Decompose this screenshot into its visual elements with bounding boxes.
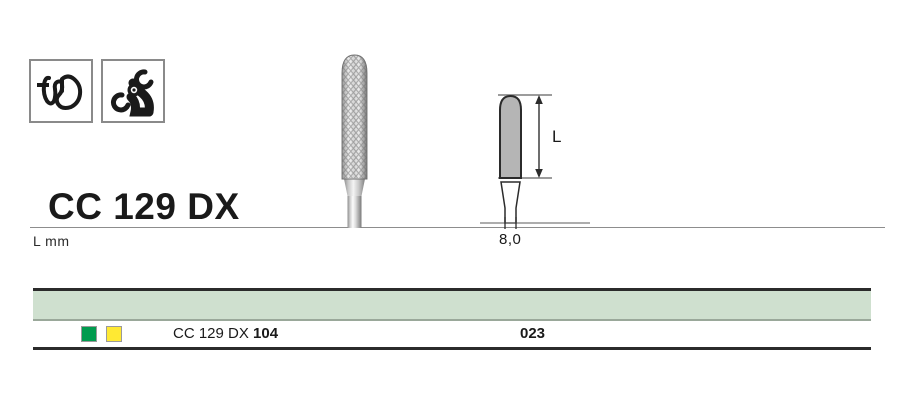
bur-photograph [330, 46, 390, 233]
table-row: CC 129 DX 104 023 [33, 321, 871, 347]
handpiece-turbine-icon [107, 65, 159, 117]
product-table: CC 129 DX 104 023 [33, 288, 871, 350]
table-top-border [33, 288, 871, 291]
indication-icon-row [29, 59, 165, 123]
table-header-band [33, 291, 871, 321]
table-bottom-border [33, 347, 871, 350]
product-reference-text: CC 129 DX [173, 325, 254, 342]
dimension-schematic [480, 84, 590, 234]
size-code-cell: 023 [520, 325, 546, 342]
yellow-swatch [106, 326, 122, 342]
tooth-preparation-icon-box [29, 59, 93, 123]
tooth-preparation-icon [35, 65, 87, 117]
length-dimension-label: L [552, 127, 562, 146]
shank-code-text: 104 [253, 325, 279, 342]
title-divider [30, 227, 885, 228]
length-unit-label: L mm [33, 233, 70, 249]
page-title: CC 129 DX [48, 186, 240, 227]
turbine-handpiece-icon-box [101, 59, 165, 123]
diameter-dimension-label: 8,0 [499, 231, 522, 248]
green-swatch [81, 326, 97, 342]
product-reference-cell: CC 129 DX 104 [173, 325, 278, 342]
